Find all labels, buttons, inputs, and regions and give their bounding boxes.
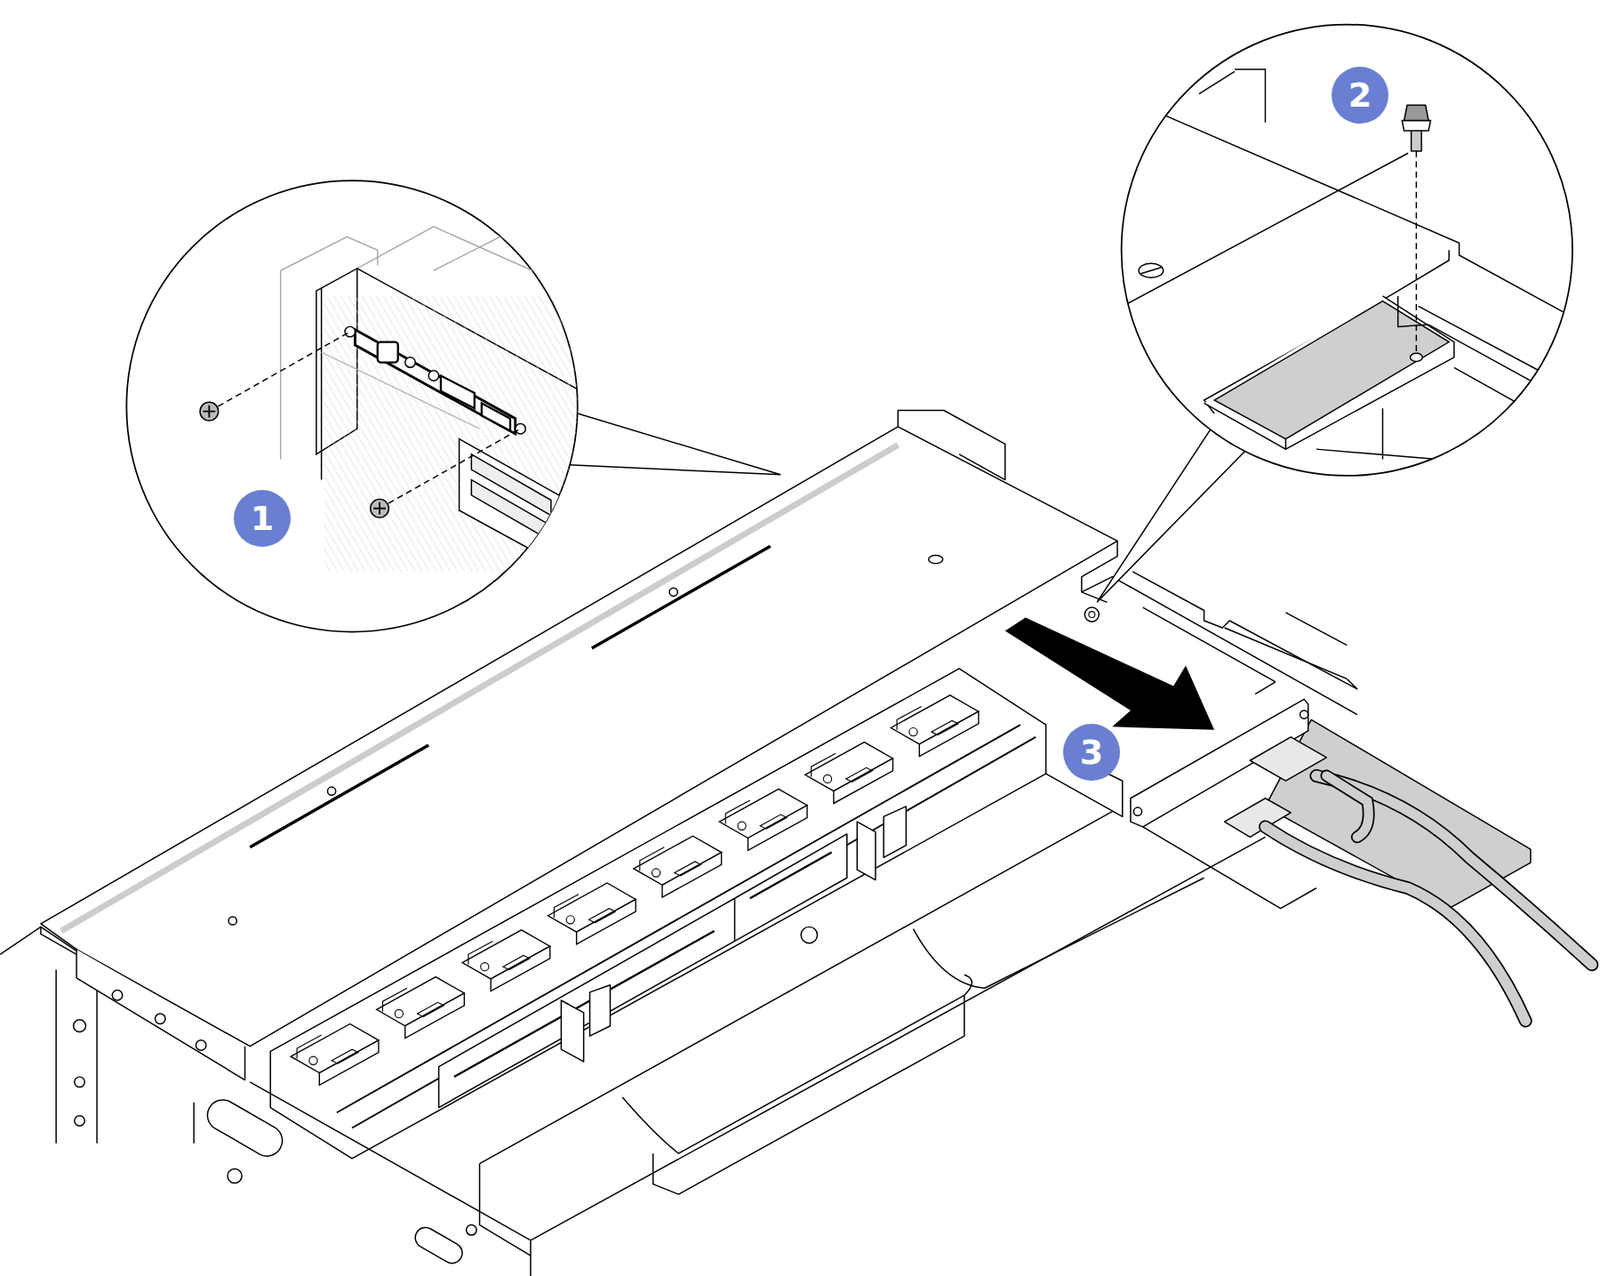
callout-number: 2 [1331,66,1389,124]
callout-number: 3 [1063,723,1120,781]
callout-number: 1 [233,489,291,547]
